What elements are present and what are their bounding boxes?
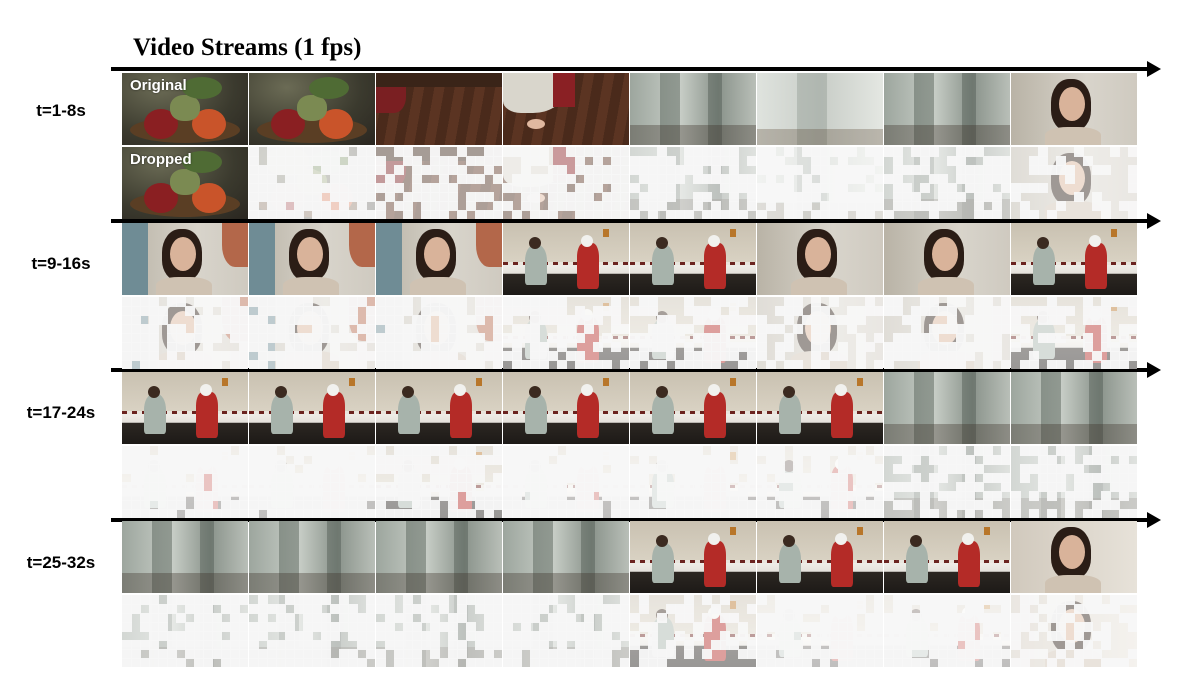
row-label-2: t=9-16s xyxy=(31,254,91,273)
frame-dropped-row1-col8 xyxy=(1011,147,1137,219)
frame-original-row1-col7 xyxy=(884,73,1010,145)
frame-original-row3-col2 xyxy=(249,372,375,444)
frame-dropped-row2-col5 xyxy=(630,297,756,369)
frame-dropped-row3-col7 xyxy=(884,446,1010,518)
frame-original-row3-col5 xyxy=(630,372,756,444)
frame-dropped-row2-col7 xyxy=(884,297,1010,369)
frame-original-row4-col2 xyxy=(249,521,375,593)
frame-dropped-row3-col2 xyxy=(249,446,375,518)
timeline-arrow-4 xyxy=(111,512,1161,528)
frame-original-row2-col2 xyxy=(249,223,375,295)
overlay-label-original: Original xyxy=(130,77,187,94)
frame-original-row4-col7 xyxy=(884,521,1010,593)
frame-dropped-row3-col8 xyxy=(1011,446,1137,518)
frame-original-row3-col3 xyxy=(376,372,502,444)
frame-dropped-row2-col2 xyxy=(249,297,375,369)
frame-original-row2-col5 xyxy=(630,223,756,295)
frame-dropped-row3-col3 xyxy=(376,446,502,518)
frame-original-row3-col7 xyxy=(884,372,1010,444)
frame-original-row4-col8 xyxy=(1011,521,1137,593)
frame-dropped-row1-col3 xyxy=(376,147,502,219)
frame-dropped-row3-col6 xyxy=(757,446,883,518)
frame-dropped-row2-col6 xyxy=(757,297,883,369)
frame-dropped-row2-col4 xyxy=(503,297,629,369)
frame-original-row1-col1: Original xyxy=(122,73,248,145)
frame-dropped-row1-col7 xyxy=(884,147,1010,219)
frame-original-row2-col4 xyxy=(503,223,629,295)
frame-original-row2-col3 xyxy=(376,223,502,295)
frame-dropped-row1-col4 xyxy=(503,147,629,219)
frame-original-row1-col2 xyxy=(249,73,375,145)
frame-dropped-row3-col5 xyxy=(630,446,756,518)
frame-original-row4-col5 xyxy=(630,521,756,593)
frame-original-row4-col1 xyxy=(122,521,248,593)
frame-original-row1-col4 xyxy=(503,73,629,145)
frame-dropped-row1-col1: Dropped xyxy=(122,147,248,219)
frame-original-row1-col8 xyxy=(1011,73,1137,145)
frame-dropped-row2-col1 xyxy=(122,297,248,369)
timeline-arrow-2 xyxy=(111,213,1161,229)
frame-dropped-row4-col8 xyxy=(1011,595,1137,667)
frame-dropped-row3-col1 xyxy=(122,446,248,518)
row-label-1: t=1-8s xyxy=(36,101,86,120)
diagram-title: Video Streams (1 fps) xyxy=(133,34,362,61)
frame-dropped-row4-col3 xyxy=(376,595,502,667)
frame-original-row3-col8 xyxy=(1011,372,1137,444)
frame-dropped-row1-col5 xyxy=(630,147,756,219)
frame-original-row2-col6 xyxy=(757,223,883,295)
overlay-label-dropped: Dropped xyxy=(130,151,192,168)
frame-dropped-row1-col2 xyxy=(249,147,375,219)
frame-dropped-row2-col8 xyxy=(1011,297,1137,369)
frame-dropped-row4-col6 xyxy=(757,595,883,667)
frame-dropped-row4-col2 xyxy=(249,595,375,667)
frame-dropped-row3-col4 xyxy=(503,446,629,518)
frame-original-row1-col5 xyxy=(630,73,756,145)
frame-original-row2-col7 xyxy=(884,223,1010,295)
frame-dropped-row4-col5 xyxy=(630,595,756,667)
frame-dropped-row1-col6 xyxy=(757,147,883,219)
timeline-arrow-1 xyxy=(111,61,1161,77)
frame-original-row1-col3 xyxy=(376,73,502,145)
timeline-arrow-3 xyxy=(111,362,1161,378)
frame-original-row2-col8 xyxy=(1011,223,1137,295)
frame-original-row4-col4 xyxy=(503,521,629,593)
row-label-4: t=25-32s xyxy=(26,553,96,572)
frame-original-row3-col6 xyxy=(757,372,883,444)
frame-original-row3-col1 xyxy=(122,372,248,444)
frame-original-row4-col3 xyxy=(376,521,502,593)
frame-dropped-row4-col4 xyxy=(503,595,629,667)
frame-original-row2-col1 xyxy=(122,223,248,295)
frame-original-row1-col6 xyxy=(757,73,883,145)
frame-dropped-row4-col1 xyxy=(122,595,248,667)
row-label-3: t=17-24s xyxy=(26,403,96,422)
frame-original-row3-col4 xyxy=(503,372,629,444)
frame-original-row4-col6 xyxy=(757,521,883,593)
frame-dropped-row4-col7 xyxy=(884,595,1010,667)
frame-dropped-row2-col3 xyxy=(376,297,502,369)
